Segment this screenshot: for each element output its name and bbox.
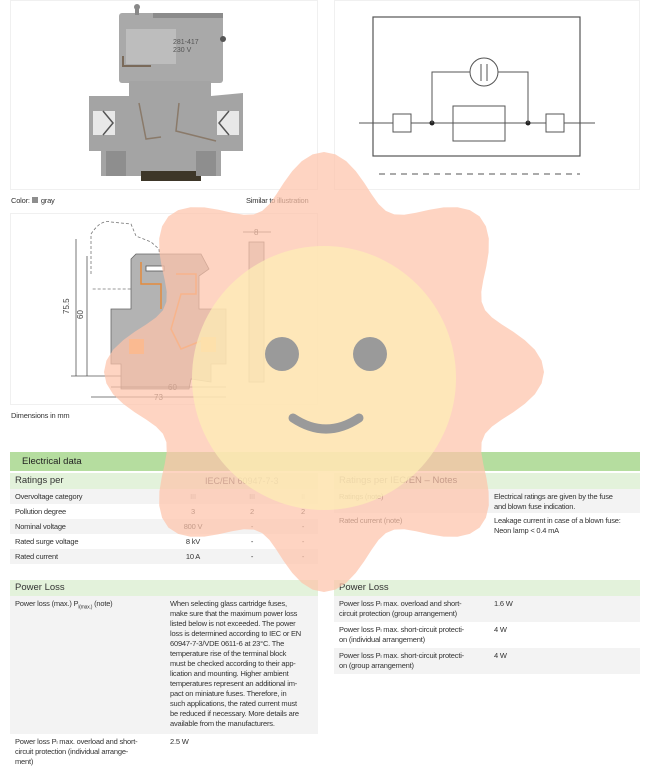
power-loss-max-label: Power loss (max.) Pl(max.) (note): [15, 599, 113, 611]
neon-lamp-symbol: [469, 57, 499, 87]
dim-75-5: 75.5: [62, 298, 71, 314]
product-photo: 281-417 230 V: [89, 4, 243, 181]
ratings-row-value: -: [250, 537, 254, 546]
note-line: must be checked according to their app-: [170, 659, 296, 668]
ratings-per-label: Ratings per: [15, 475, 64, 486]
power-loss-right-label: Power loss Pₗ max. short-circuit protect…: [339, 625, 464, 644]
ratings-row-value: II: [301, 492, 305, 501]
power-loss-individual-label: Power loss Pₗ max. overload and short- c…: [15, 737, 138, 766]
note-line: make sure that the maximum power loss: [170, 609, 298, 618]
power-loss-individual-value: 2.5 W: [170, 737, 189, 746]
circuit-diagram: [359, 16, 595, 175]
ratings-row-value: 2: [301, 507, 305, 516]
similar-note: Similar to illustration: [246, 196, 309, 205]
note-line: lication and mounting. Higher ambient: [170, 669, 289, 678]
notes-row-ratings: Ratings (note) Electrical ratings are gi…: [334, 489, 640, 513]
voltage-label: 230 V: [173, 47, 192, 54]
note-line: When selecting glass cartridge fuses,: [170, 599, 287, 608]
power-loss-right-row: Power loss Pₗ max. short-circuit protect…: [334, 622, 640, 648]
power-loss-right-value: 1.6 W: [494, 599, 513, 608]
power-loss-right-label: Power loss Pₗ max. short-circuit protect…: [339, 651, 464, 670]
power-loss-right-row: Power loss Pₗ max. short-circuit protect…: [334, 648, 640, 674]
note-line: be reduced if necessary. More details ar…: [170, 709, 299, 718]
note-line: temperatures represent an additional im-: [170, 679, 298, 688]
color-value: gray: [40, 196, 55, 205]
ratings-row-value: -: [301, 522, 305, 531]
color-swatch: [31, 197, 38, 203]
ratings-row-value: -: [301, 552, 305, 561]
ratings-row-value: -: [250, 552, 254, 561]
power-loss-right-header: Power Loss: [334, 580, 640, 596]
notes-header: Ratings per IEC/EN – Notes: [334, 473, 640, 489]
note-line: 60947-7-3/VDE 0611-6 at 23°C. The: [170, 639, 285, 648]
power-loss-right-value: 4 W: [494, 625, 507, 634]
ratings-row-value: -: [250, 522, 254, 531]
dim-73: 73: [154, 393, 163, 402]
ratings-row-label: Rated current: [15, 552, 58, 561]
ratings-row-label: Overvoltage category: [15, 492, 83, 501]
power-loss-left-header: Power Loss: [10, 580, 318, 596]
notes-row-value: Leakage current in case of a blown fuse:…: [494, 516, 621, 535]
dim-8: 8: [254, 228, 259, 237]
note-line: available from the manufacturers.: [170, 719, 275, 728]
ratings-header: Ratings per IEC/EN 60947-7-3: [10, 473, 318, 489]
color-label: Color:: [11, 196, 30, 205]
power-loss-right-label: Power loss Pₗ max. overload and short-ci…: [339, 599, 462, 618]
ratings-row-value: III: [249, 492, 255, 501]
notes-row-label: Rated current (note): [339, 516, 403, 525]
note-line: pact on miniature fuses. Therefore, in: [170, 689, 287, 698]
notes-row-label: Ratings (note): [339, 492, 384, 501]
circuit-diagram-panel: [334, 0, 640, 190]
ratings-row-value: 8 kV: [185, 537, 201, 546]
dimension-drawing: 75.5 60 60 73 8: [62, 221, 271, 402]
notes-row-rated-current: Rated current (note) Leakage current in …: [334, 513, 640, 537]
ratings-row-label: Nominal voltage: [15, 522, 66, 531]
power-loss-max-row: Power loss (max.) Pl(max.) (note) When s…: [10, 596, 318, 734]
ratings-row-label: Pollution degree: [15, 507, 67, 516]
ratings-row-label: Rated surge voltage: [15, 537, 79, 546]
product-photo-panel: 281-417 230 V: [10, 0, 318, 190]
color-caption: Color: gray: [11, 196, 55, 205]
power-loss-max-note: When selecting glass cartridge fuses,mak…: [170, 599, 316, 729]
ratings-row: Rated current 10 A - -: [10, 549, 318, 564]
dim-60-vertical: 60: [76, 310, 85, 319]
note-line: loss is determined according to IEC or E…: [170, 629, 302, 638]
note-line: listed below is not exceeded. The power: [170, 619, 296, 628]
electrical-data-header: Electrical data: [10, 452, 640, 471]
notes-row-value: Electrical ratings are given by the fuse…: [494, 492, 613, 511]
ratings-row-value: -: [301, 537, 305, 546]
note-line: temperature rise of the terminal block: [170, 649, 287, 658]
power-loss-right-row: Power loss Pₗ max. overload and short-ci…: [334, 596, 640, 622]
note-line: such applications, the rated current mus…: [170, 699, 297, 708]
dimension-drawing-panel: 75.5 60 60 73 8: [10, 213, 318, 405]
ratings-standard: IEC/EN 60947-7-3: [205, 476, 279, 486]
ratings-row-value: 800 V: [183, 522, 203, 531]
ratings-row-value: 3: [191, 507, 195, 516]
ratings-row: Pollution degree 3 2 2: [10, 504, 318, 519]
dim-60-horizontal: 60: [168, 383, 177, 392]
ratings-row-value: 10 A: [185, 552, 201, 561]
ratings-row-value: 2: [250, 507, 254, 516]
power-loss-individual-row: Power loss Pₗ max. overload and short- c…: [10, 734, 318, 774]
ratings-row-value: III: [190, 492, 196, 501]
smile-icon: [288, 413, 364, 434]
ratings-row: Nominal voltage 800 V - -: [10, 519, 318, 534]
right-eye-icon: [353, 337, 387, 371]
power-loss-right-value: 4 W: [494, 651, 507, 660]
part-number-label: 281-417: [173, 39, 199, 46]
dimensions-caption: Dimensions in mm: [11, 411, 70, 420]
ratings-row: Rated surge voltage 8 kV - -: [10, 534, 318, 549]
